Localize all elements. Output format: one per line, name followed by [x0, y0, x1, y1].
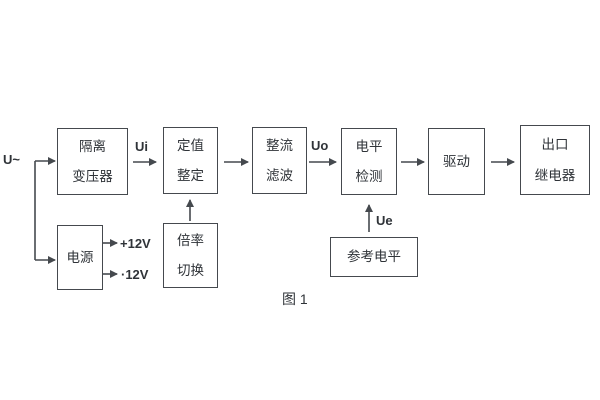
- block-value-setting: 定值 整定: [163, 127, 218, 194]
- block-label: 参考电平: [347, 249, 401, 265]
- signal-label-uo: Uo: [311, 138, 329, 153]
- block-drive: 驱动: [428, 128, 485, 195]
- signal-label-minus12v: ·12V: [121, 267, 149, 282]
- signal-label-ue: Ue: [376, 213, 393, 228]
- signal-label-ui: Ui: [135, 139, 148, 154]
- block-label: 整定: [177, 168, 204, 183]
- block-level-detection: 电平 检测: [341, 128, 397, 195]
- block-label: 切换: [177, 263, 204, 278]
- signal-label-plus12v: +12V: [120, 236, 151, 251]
- block-isolation-transformer: 隔离 变压器: [57, 128, 128, 195]
- block-rectifier-filter: 整流 滤波: [252, 127, 307, 194]
- block-label: 驱动: [443, 153, 470, 169]
- block-reference-level: 参考电平: [330, 237, 418, 277]
- block-output-relay: 出口 继电器: [520, 125, 590, 195]
- block-label: 定值: [177, 137, 204, 153]
- block-label: 滤波: [266, 168, 293, 183]
- block-power-supply: 电源: [57, 225, 103, 290]
- block-label: 电平: [355, 138, 383, 154]
- block-label: 检测: [355, 169, 383, 184]
- block-label: 整流: [266, 137, 293, 153]
- signal-label-input-u: U~: [3, 152, 20, 167]
- block-ratio-switch: 倍率 切换: [163, 223, 218, 288]
- block-label: 倍率: [177, 232, 204, 248]
- block-label: 出口: [541, 137, 569, 152]
- block-label: 电源: [66, 249, 94, 265]
- figure-caption: 图 1: [282, 291, 308, 307]
- block-label: 变压器: [72, 169, 113, 184]
- block-label: 隔离: [79, 138, 106, 154]
- block-label: 继电器: [534, 167, 576, 183]
